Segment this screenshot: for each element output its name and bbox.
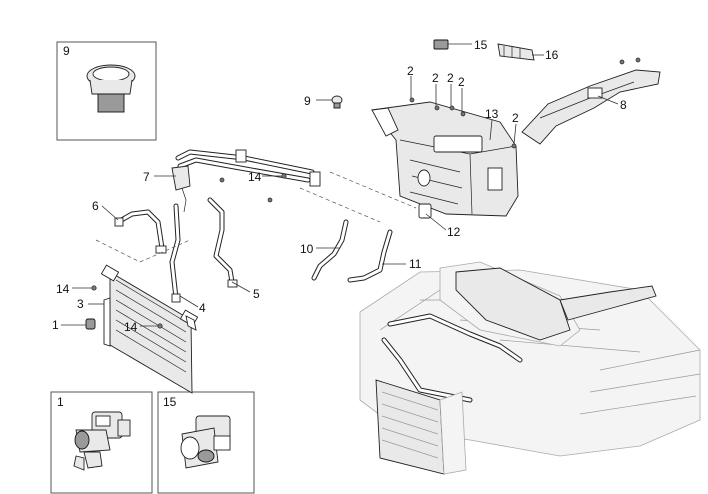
inset-1-valve-icon	[73, 411, 131, 471]
valve-1	[85, 318, 96, 330]
inset-1-label: 1	[57, 395, 64, 409]
callout-labels: 1 2 2 2 2 2 3 4 5 6 7 8 9 10 11 12 13 14…	[52, 38, 627, 334]
grommet-9	[331, 95, 343, 109]
inset-15-clip-icon	[180, 415, 231, 469]
condenser-bracket	[103, 297, 111, 347]
guide-line-1	[95, 239, 191, 263]
callout-2d: 2	[458, 75, 465, 89]
inset-9-label: 9	[63, 44, 70, 58]
guide-line-2	[329, 171, 417, 209]
callout-12: 12	[447, 225, 461, 239]
condenser	[100, 264, 199, 394]
vehicle-condenser	[375, 379, 467, 475]
callout-5: 5	[253, 287, 260, 301]
callout-8: 8	[620, 98, 627, 112]
bolt-14-left-bottom	[157, 323, 163, 329]
inset-9-grommet-icon	[86, 64, 136, 113]
hvac-module-13	[371, 101, 519, 217]
bolt-14-pipe	[281, 173, 287, 179]
pipe-assembly-7	[171, 149, 321, 213]
callout-15: 15	[474, 38, 488, 52]
guide-line-3	[299, 187, 381, 223]
callout-4: 4	[199, 301, 206, 315]
callout-2c: 2	[447, 71, 454, 85]
bolt-7	[219, 177, 225, 183]
callout-16: 16	[545, 48, 559, 62]
hose-6	[114, 209, 167, 254]
inset-box-15: 15	[157, 391, 255, 494]
callout-9: 9	[304, 94, 311, 108]
clip-15	[433, 39, 449, 50]
callout-13: 13	[485, 107, 499, 121]
callout-1: 1	[52, 318, 59, 332]
callout-14b: 14	[56, 282, 70, 296]
inset-box-1: 1	[50, 391, 153, 494]
callout-2e: 2	[512, 111, 519, 125]
bracket-16	[497, 43, 535, 61]
inset-15-label: 15	[163, 395, 177, 409]
duct-8	[521, 57, 661, 145]
hose-5	[207, 197, 238, 288]
hose-10	[311, 219, 349, 281]
liquid-line-4	[169, 203, 181, 303]
gasket-12	[418, 203, 432, 219]
callout-2a: 2	[407, 64, 414, 78]
callout-14a: 14	[248, 170, 262, 184]
callout-3: 3	[77, 297, 84, 311]
callout-14c: 14	[124, 320, 138, 334]
leader-lines	[61, 43, 619, 327]
callout-10: 10	[300, 242, 314, 256]
callout-6: 6	[92, 199, 99, 213]
callout-7: 7	[143, 170, 150, 184]
callout-11: 11	[409, 257, 422, 271]
callout-2b: 2	[432, 71, 439, 85]
inset-box-9: 9	[56, 41, 157, 141]
hose-11	[347, 229, 393, 283]
bolt-7b	[267, 197, 273, 203]
bolt-14-left-top	[91, 285, 97, 291]
